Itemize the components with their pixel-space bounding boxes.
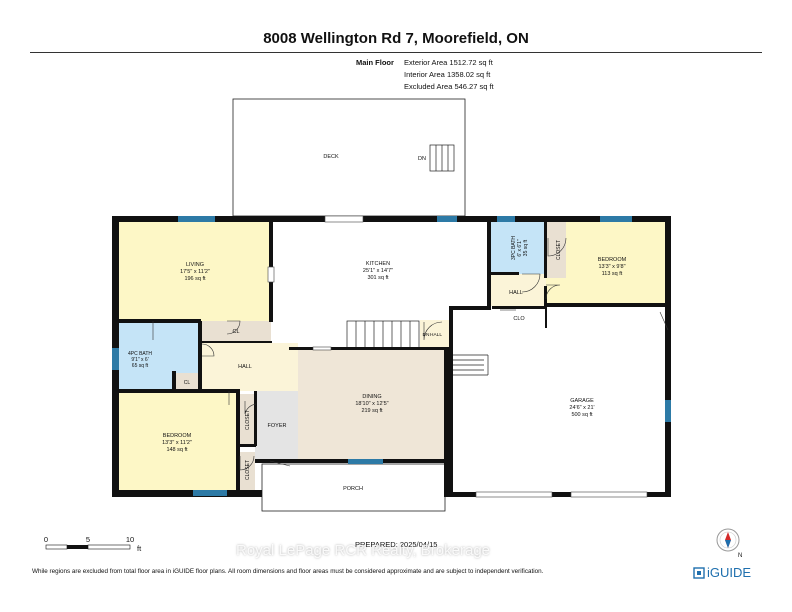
scale-tick-10: 10 — [126, 535, 134, 544]
foyer-room — [255, 391, 298, 461]
iguide-logo-icon — [693, 567, 705, 579]
deck-label: DECK — [323, 154, 339, 160]
area-summary: Exterior Area 1512.72 sq ft Interior Are… — [404, 57, 494, 93]
dining-room — [298, 349, 449, 461]
closet-b-label: CLOSET — [245, 460, 251, 480]
living-room — [119, 222, 271, 321]
closet-top-fill — [546, 222, 566, 278]
bedroom2-area: 148 sq ft — [166, 447, 188, 453]
cl2-label: CL — [184, 380, 191, 386]
kitchen-stairs — [346, 320, 420, 349]
bedroom1-area: 113 sq ft — [602, 271, 623, 277]
porch-label: PORCH — [343, 486, 363, 492]
brand-name: iGUIDE — [707, 565, 752, 580]
bath3-name: 3PC BATH — [511, 236, 517, 260]
interior-area: Interior Area 1358.02 sq ft — [404, 70, 491, 79]
bedroom1-name: BEDROOM — [598, 257, 627, 263]
living-name: LIVING — [186, 262, 204, 268]
scale-tick-0: 0 — [44, 535, 48, 544]
cl1-label: CL — [232, 329, 239, 335]
garage-area: 500 sq ft — [571, 412, 593, 418]
prepared-date: PREPARED: 2025/04/15 — [355, 540, 438, 549]
scale-tick-5: 5 — [86, 535, 90, 544]
floor-label: Main Floor — [356, 58, 394, 67]
window-openings — [267, 215, 648, 498]
closet-a-room — [238, 394, 255, 444]
cl2-room — [175, 373, 200, 390]
closet-b-room — [238, 452, 255, 490]
hall-left-label: HALL — [238, 364, 252, 370]
deck-dn-label: DN — [418, 156, 426, 162]
kitchen-name: KITCHEN — [366, 261, 390, 267]
bath4-name: 4PC BATH — [128, 351, 152, 357]
bedroom1-dims: 13'3" x 9'8" — [598, 264, 625, 270]
bath3-room — [489, 222, 546, 274]
hall-top-label: HALL — [509, 290, 523, 296]
foyer-label: FOYER — [268, 423, 287, 429]
bath4-area: 65 sq ft — [132, 363, 149, 369]
title-divider — [30, 52, 762, 53]
compass-icon — [716, 528, 740, 552]
scale-unit: ft — [137, 544, 142, 553]
garage-stairs — [452, 354, 489, 376]
dn-hall-label: HALL — [430, 332, 442, 338]
closet-top-label: CLOSET — [556, 240, 562, 260]
bath3-area: 35 sq ft — [523, 239, 529, 256]
garage-room — [449, 306, 665, 492]
dn-hall-dn: DN — [423, 332, 430, 338]
living-area: 196 sq ft — [184, 276, 206, 282]
garage-dims: 24'6" x 21' — [569, 405, 594, 411]
bedroom2-dims: 13'3" x 11'2" — [162, 440, 192, 446]
porch-area — [261, 463, 446, 512]
bath3-dims: 6' x 6'1" — [517, 239, 523, 257]
deck-stairs — [429, 144, 455, 172]
living-dims: 17'5" x 11'2" — [180, 269, 210, 275]
hall-left-room — [200, 343, 298, 391]
dining-dims: 18'10" x 12'5" — [355, 401, 388, 407]
deck-area — [232, 98, 466, 217]
kitchen-dims: 25'1" x 14'7" — [363, 268, 393, 274]
watermark: Royal LePage RCR Realty, Brokerage — [236, 542, 491, 559]
page-title: 8008 Wellington Rd 7, Moorefield, ON — [263, 30, 529, 47]
excluded-area: Excluded Area 546.27 sq ft — [404, 82, 494, 91]
dining-name: DINING — [362, 394, 381, 400]
footer-note: While regions are excluded from total fl… — [32, 568, 544, 575]
kitchen-area: 301 sq ft — [367, 275, 389, 281]
compass-label: N — [738, 553, 742, 559]
bedroom2-room — [119, 391, 238, 490]
bedroom2-name: BEDROOM — [163, 433, 192, 439]
windows — [112, 216, 671, 496]
scale-bar — [45, 544, 131, 550]
exterior-area: Exterior Area 1512.72 sq ft — [404, 58, 493, 67]
bath4-dims: 9'1" x 6' — [131, 357, 148, 363]
closet-a-label: CLOSET — [245, 410, 251, 430]
dining-area: 219 sq ft — [361, 408, 383, 414]
garage-name: GARAGE — [570, 398, 594, 404]
clo-label: CLO — [513, 316, 525, 322]
hall-top-room — [489, 274, 546, 306]
doors — [152, 237, 669, 471]
